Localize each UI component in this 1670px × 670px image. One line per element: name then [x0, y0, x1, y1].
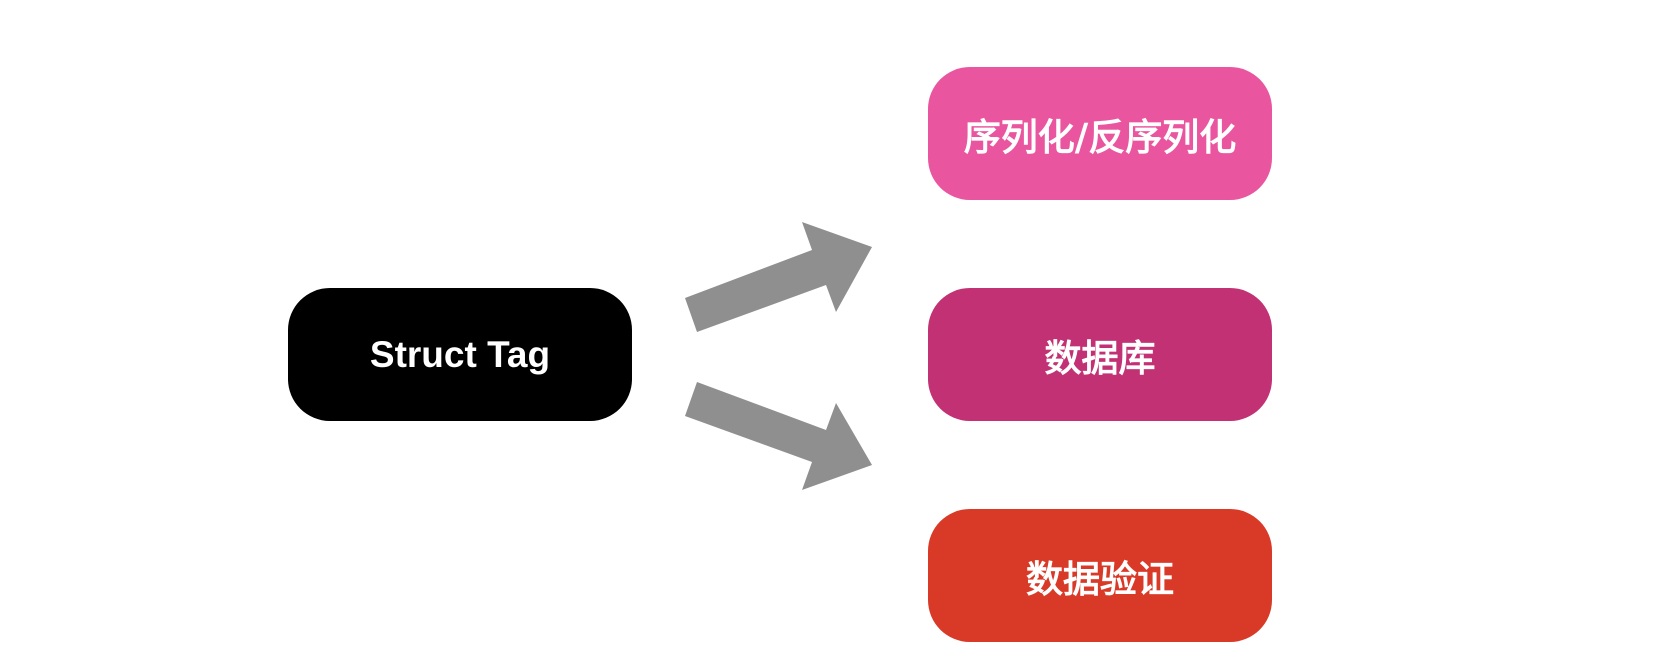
arrow-to-validation	[685, 382, 872, 490]
struct-tag-label: Struct Tag	[369, 333, 551, 375]
database-node: 数据库	[928, 288, 1272, 421]
arrow-to-serialization	[685, 222, 872, 332]
validation-node: 数据验证	[928, 509, 1272, 642]
struct-tag-node: Struct Tag	[288, 288, 632, 421]
serialization-label: 序列化/反序列化	[963, 115, 1237, 159]
serialization-node: 序列化/反序列化	[928, 67, 1272, 200]
database-label: 数据库	[1044, 336, 1156, 380]
validation-label: 数据验证	[1026, 557, 1174, 601]
